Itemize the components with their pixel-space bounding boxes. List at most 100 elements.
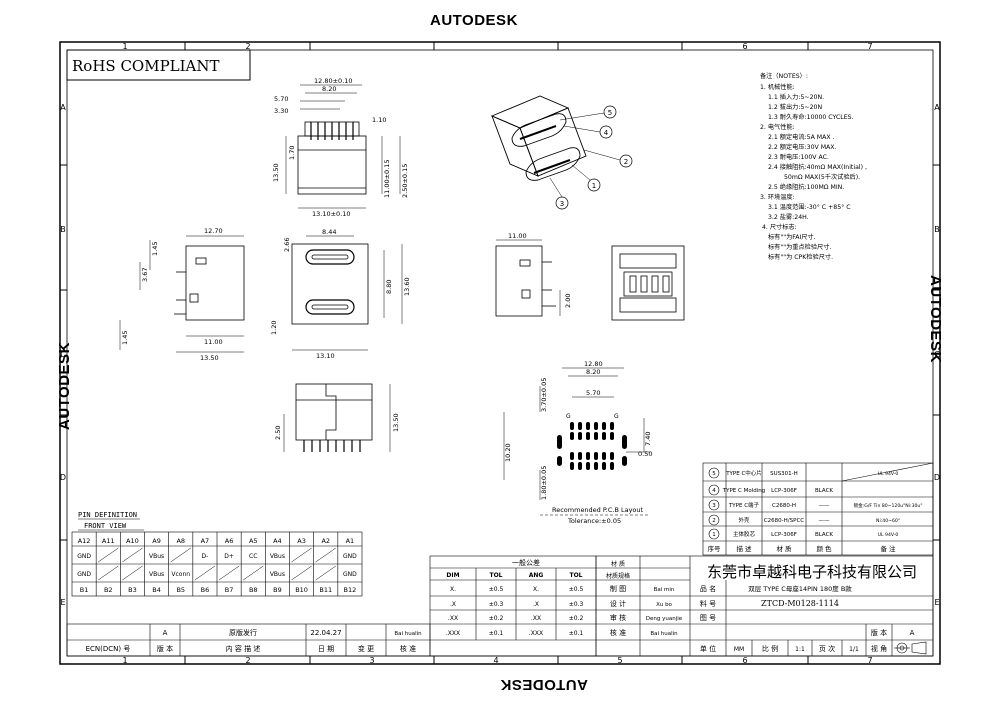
tb-make-label: 制 图	[610, 584, 626, 593]
note-line-5: 2. 电气性能:	[760, 123, 795, 131]
pcb-layout	[503, 367, 650, 500]
rev-approver: Bai hualin	[394, 631, 422, 637]
dim-8-44: 8.44	[322, 228, 336, 236]
zone-bottom-3: 3	[369, 656, 374, 665]
tb-version: A	[910, 629, 915, 637]
tol-cell-3-2: .XXX	[529, 630, 543, 637]
bom-cell-4-4: UL 94V-0	[878, 532, 899, 538]
pcb-pin-g-right: G	[614, 413, 619, 420]
pcb-slot-right-2	[622, 456, 627, 466]
tol-cell-1-2: .X	[533, 601, 539, 608]
tb-page: 1/1	[849, 646, 859, 653]
bom-cell-4-1: 主体胶芯	[733, 530, 756, 538]
bottom-view	[283, 383, 391, 452]
zone-bottom-2: 2	[245, 656, 250, 665]
pcb-slot-left-2	[557, 456, 562, 466]
rev-version: A	[163, 629, 168, 637]
note-line-17: 标有""为重点检验尺寸.	[768, 243, 831, 251]
tb-version-label: 版 本	[871, 628, 887, 637]
tol-cell-3-1: ±0.1	[489, 630, 504, 637]
zone-left-d: D	[60, 473, 66, 482]
note-line-16: 标有""为FAI尺寸.	[768, 233, 816, 241]
tol-cell-0-3: ±0.5	[569, 586, 584, 593]
zone-bottom-7: 7	[867, 656, 872, 665]
pin-row1-3: VBus	[149, 553, 164, 560]
zone-right-d: D	[934, 473, 940, 482]
dim-3-30: 3.30	[274, 107, 288, 115]
dim-2-00: 2.00	[564, 294, 572, 308]
tol-header-1: TOL	[489, 572, 502, 579]
note-line-15: 4. 尺寸标志:	[762, 223, 797, 231]
balloon-2-label: 2	[624, 158, 628, 166]
balloon-1-label: 1	[592, 182, 596, 190]
pin-bottom-1: B2	[104, 586, 113, 594]
pin-bottom-5: B6	[201, 586, 210, 594]
zone-top-6: 6	[742, 42, 747, 51]
dim-1-45-a: 1.45	[151, 242, 159, 256]
dim-pcb-10-20: 10.20	[504, 443, 512, 462]
tb-design-label: 设 计	[610, 599, 626, 608]
pcb-caption: Recommended P.C.B Layout	[552, 506, 644, 514]
pin-row1-6: D+	[224, 553, 234, 560]
pcb-pad-row-top	[570, 422, 614, 440]
note-line-11: 2.5 绝缘阻抗:100MΩ MIN.	[768, 183, 844, 191]
tol-cell-2-1: ±0.2	[489, 615, 504, 622]
pin-top-3: A9	[152, 537, 161, 545]
bom-cell-1-0: 4	[712, 488, 716, 494]
zone-bottom-4: 4	[493, 656, 498, 665]
bom-header-2: 材 质	[776, 544, 792, 553]
pin-bottom-4: B5	[176, 586, 185, 594]
revision-cells: A 原版发行 22.04.27 Bai hualin ECN(DCN) 号 版 …	[86, 628, 423, 653]
bom-cell-3-3: ——	[819, 518, 831, 524]
zone-top-7: 7	[867, 42, 872, 51]
bom-table	[702, 462, 934, 556]
pcb-tolerance: Tolerance:±0.05	[567, 517, 621, 525]
dim-pcb-5-70: 5.70	[586, 389, 600, 397]
tb-view-label: 视 角	[871, 644, 887, 653]
zone-bottom-5: 5	[617, 656, 622, 665]
tol-cell-1-0: .X	[450, 601, 456, 608]
pin-bottom-2: B3	[128, 586, 137, 594]
note-line-3: 1.2 拔出力:5~20N	[768, 103, 822, 111]
brand-top: AUTODESK	[430, 12, 518, 29]
pin-bottom-8: B9	[273, 586, 282, 594]
zone-right-c: C	[934, 350, 940, 359]
bom-cell-2-0: 3	[712, 503, 716, 509]
rev-header-content: 内 容 描 述	[226, 644, 261, 653]
tb-part-number: ZTCD-M0128-1114	[761, 599, 839, 608]
dim-11-00-b: 11.00	[204, 338, 223, 346]
back-view	[611, 245, 685, 321]
tb-check-name: Deng yuanjie	[646, 616, 683, 622]
pcb-dims: 12.80 8.20 5.70 3.70±0.05 10.20 7.40 0.5…	[504, 360, 652, 500]
right-view-dims: 11.00 2.00	[508, 232, 572, 308]
side-view-dims: 12.70 1.45 3.67 11.00 13.50 1.45	[121, 227, 223, 362]
note-line-14: 3.2 盐雾:24H.	[768, 213, 809, 221]
note-line-8: 2.3 耐电压:100V AC.	[768, 153, 829, 161]
dim-pcb-8-20: 8.20	[586, 368, 600, 376]
tb-scale: 1:1	[795, 646, 805, 653]
zone-right-e: E	[934, 598, 939, 607]
pin-row2-11: GND	[343, 571, 357, 578]
note-line-12: 3. 环境温度:	[760, 193, 795, 201]
tol-header-2: ANG	[529, 572, 544, 579]
pin-top-10: A2	[321, 537, 330, 545]
pin-bottom-9: B10	[295, 586, 308, 594]
dim-11-00: 11.00±0.15	[383, 159, 391, 198]
bom-cell-3-2: C2680-H/SPCC	[764, 518, 804, 524]
bom-header-0: 序号	[708, 544, 722, 553]
zone-bottom-1: 1	[122, 656, 127, 665]
zone-top-1: 1	[122, 42, 127, 51]
top-view	[285, 84, 401, 209]
pin-top-7: A5	[249, 537, 258, 545]
tb-design-name: Xu bo	[656, 602, 672, 608]
bom-cell-2-1: TYPE C端子	[728, 501, 760, 509]
notes-title: 备注（NOTES）:	[760, 72, 808, 80]
pin-row2-3: VBus	[149, 571, 164, 578]
dim-12-80: 12.80±0.10	[314, 77, 353, 85]
note-line-1: 1. 机械性能:	[760, 83, 795, 91]
title-block-cells: 材 质 材质规格 东莞市卓越科电子科技有限公司 制 图 Bai min 品 名 …	[606, 560, 917, 653]
tb-product-name: 双层 TYPE C母座14PIN 180度 B款	[748, 584, 852, 593]
pin-row1-11: GND	[343, 553, 357, 560]
pcb-pads	[557, 422, 627, 470]
bom-cell-3-1: 外壳	[738, 516, 750, 524]
